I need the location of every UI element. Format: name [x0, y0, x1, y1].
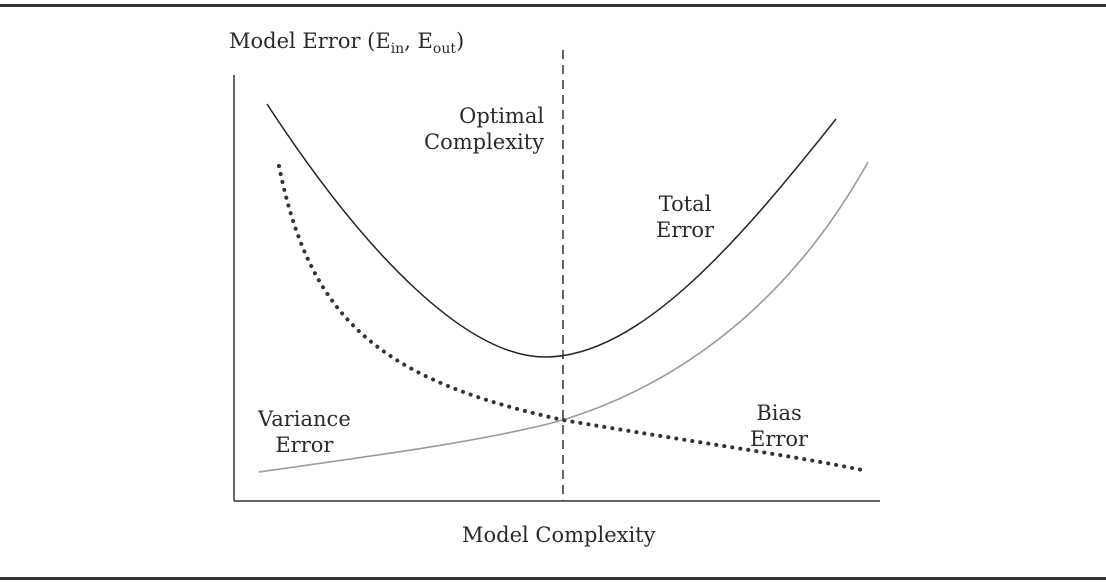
bottom-rule — [0, 577, 1106, 580]
y-axis-label: Model Error (Ein, Eout) — [229, 29, 465, 57]
total-error-curve — [266, 103, 837, 358]
top-rule — [0, 4, 1106, 7]
bias-error-curve — [258, 161, 869, 473]
variance-error-label: Variance Error — [258, 407, 351, 457]
optimal-complexity-label: Optimal Complexity — [424, 104, 545, 154]
bias-error-label: Bias Error — [750, 401, 809, 451]
total-error-label: Total Error — [656, 192, 715, 242]
variance-error-curve — [277, 164, 864, 472]
x-axis-label: Model Complexity — [462, 523, 656, 547]
